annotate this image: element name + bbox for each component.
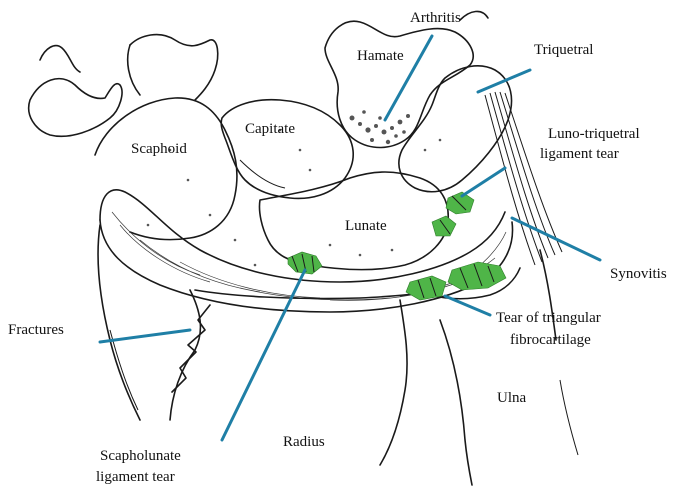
ulnar-ligament-fibres bbox=[485, 92, 562, 265]
label-fractures: Fractures bbox=[8, 322, 64, 338]
leader-lines bbox=[100, 36, 600, 440]
label-tfcc-2: fibrocartilage bbox=[510, 332, 591, 348]
leader-synovitis bbox=[512, 218, 600, 260]
radius-bone bbox=[98, 225, 430, 465]
label-scapholunate-2: ligament tear bbox=[96, 469, 175, 485]
fracture-line bbox=[172, 305, 210, 392]
label-capitate: Capitate bbox=[245, 121, 295, 137]
arthritis-speckles bbox=[350, 110, 411, 144]
metacarpal-bases bbox=[29, 35, 218, 137]
label-tfcc-1: Tear of triangular bbox=[496, 310, 601, 326]
label-luno-triquetral-1: Luno-triquetral bbox=[548, 126, 640, 142]
label-lunate: Lunate bbox=[345, 218, 387, 234]
label-radius: Radius bbox=[283, 434, 325, 450]
label-arthritis: Arthritis bbox=[410, 10, 461, 26]
scaphoid-bone bbox=[95, 98, 237, 240]
leader-luno-triquetral bbox=[462, 168, 505, 196]
label-scaphoid: Scaphoid bbox=[131, 141, 187, 157]
leader-fractures bbox=[100, 330, 190, 342]
label-luno-triquetral-2: ligament tear bbox=[540, 146, 619, 162]
label-synovitis: Synovitis bbox=[610, 266, 667, 282]
leader-triquetral bbox=[478, 70, 530, 92]
ulna-bone bbox=[430, 250, 578, 485]
label-hamate: Hamate bbox=[357, 48, 404, 64]
label-triquetral: Triquetral bbox=[534, 42, 593, 58]
luno-triquetral-tear-mark bbox=[432, 192, 474, 236]
bone-stipple bbox=[147, 129, 442, 267]
label-scapholunate-1: Scapholunate bbox=[100, 448, 181, 464]
label-ulna: Ulna bbox=[497, 390, 527, 406]
